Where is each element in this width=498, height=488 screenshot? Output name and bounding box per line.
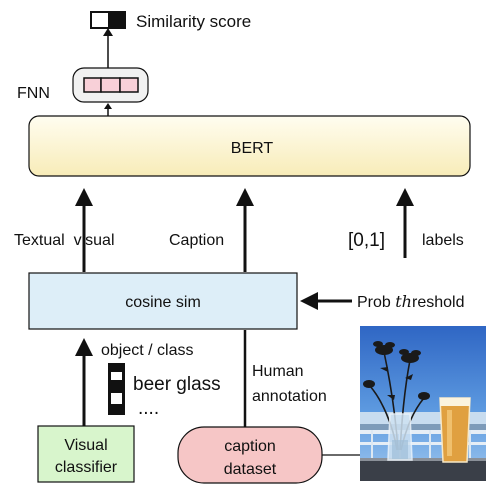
arrowhead-threshold [300,292,318,310]
beer-glass-label: beer glass [133,374,221,395]
arrowhead-labels [396,188,414,206]
score-vector-icon [90,11,126,29]
bert-label: BERT [231,140,274,157]
cosine-sim-label: cosine sim [125,294,201,311]
textual-visual-label: Textual visual [14,232,115,249]
labels-label: labels [422,232,464,249]
caption-dataset-line1: caption [224,438,276,455]
fnn-layer-icon [72,67,149,103]
similarity-score-label: Similarity score [136,12,251,31]
arrowhead-classifier [75,338,93,356]
bert-box [28,115,471,177]
object-class-label: object / class [101,342,193,359]
prob-italic: th [395,292,412,311]
prob-threshold-label: Prob threshold [357,292,464,311]
annotation-label: annotation [252,388,327,405]
prob-suffix: reshold [412,294,464,311]
caption-dataset-line2: dataset [224,461,277,478]
cosine-sim-box [28,272,298,330]
prob-prefix: Prob [357,294,395,311]
arrowhead-fnn [104,103,112,109]
ellipsis-label: .... [138,398,159,419]
arrowhead-textual-visual [75,188,93,206]
caption-dataset-box [177,426,323,484]
human-label: Human [252,363,304,380]
photo-vase-beer-icon [360,326,486,481]
arrowhead-caption [236,188,254,206]
visual-classifier-box [37,425,135,483]
binary-vector-icon [108,363,125,415]
caption-label: Caption [169,232,224,249]
fnn-label: FNN [17,85,50,102]
visual-classifier-line1: Visual [64,437,107,454]
range-label: [0,1] [348,230,385,251]
arrowhead-score [103,28,113,36]
visual-classifier-line2: classifier [55,459,118,476]
